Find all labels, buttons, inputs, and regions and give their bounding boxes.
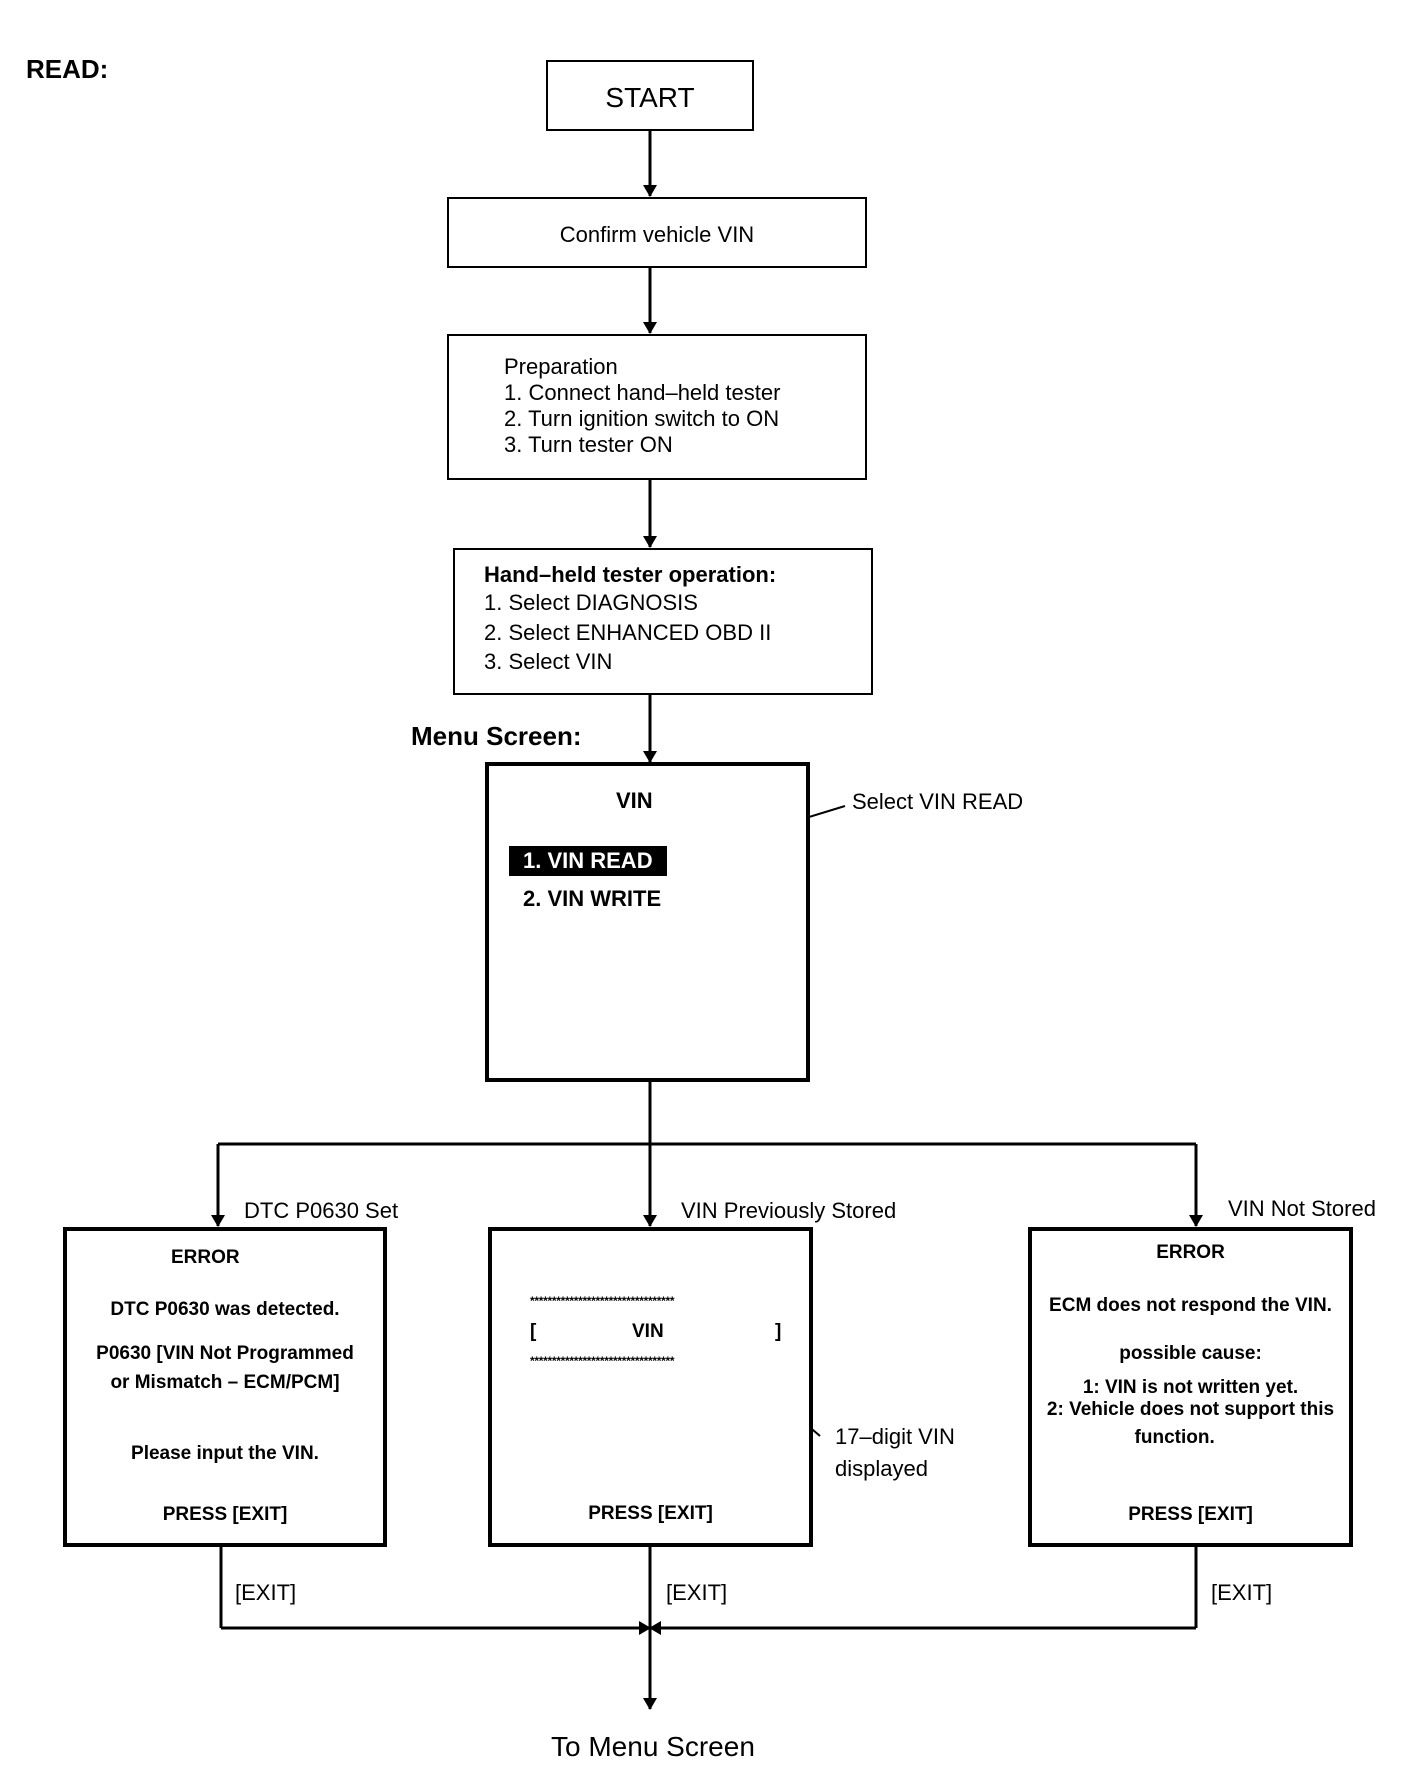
not-stored-error-screen: ERROR ECM does not respond the VIN. poss… — [1028, 1227, 1353, 1547]
read-label: READ: — [26, 54, 109, 84]
dtc-press-exit[interactable]: PRESS [EXIT] — [162, 1504, 288, 1525]
dtc-error-line: P0630 [VIN Not Programmed — [96, 1343, 354, 1364]
vin-stars-bottom: ********************************* — [530, 1354, 675, 1368]
exit-label-left: [EXIT] — [235, 1580, 297, 1605]
start-label: START — [605, 82, 695, 113]
callout-displayed: displayed — [835, 1456, 928, 1481]
vin-stored-press-exit[interactable]: PRESS [EXIT] — [588, 1503, 713, 1524]
condition-dtc-p0630: DTC P0630 Set — [244, 1198, 399, 1223]
vin-stored-screen: ********************************* [ VIN … — [488, 1227, 813, 1547]
menu-screen: VIN 1. VIN READ 2. VIN WRITE — [485, 762, 810, 1082]
tester-operation-step: 1. Select DIAGNOSIS — [484, 590, 698, 615]
not-stored-error-line: function. — [1134, 1427, 1215, 1448]
not-stored-error-line: possible cause: — [1119, 1343, 1262, 1364]
to-menu-screen-label: To Menu Screen — [551, 1731, 755, 1762]
exit-label-middle: [EXIT] — [666, 1580, 728, 1605]
preparation-heading: Preparation — [504, 354, 618, 379]
preparation-step: 1. Connect hand–held tester — [504, 380, 781, 405]
callout-17-digit-vin: 17–digit VIN — [835, 1424, 955, 1449]
condition-vin-not-stored: VIN Not Stored — [1228, 1196, 1376, 1221]
start-node: START — [546, 60, 754, 131]
tester-operation-node: Hand–held tester operation: 1. Select DI… — [453, 548, 873, 695]
vin-value: VIN — [632, 1321, 664, 1342]
not-stored-error-title: ERROR — [1156, 1242, 1225, 1263]
menu-screen-label: Menu Screen: — [411, 721, 582, 751]
exit-label-right: [EXIT] — [1211, 1580, 1273, 1605]
confirm-vin-label: Confirm vehicle VIN — [559, 222, 755, 247]
vin-bracket-close: ] — [775, 1321, 782, 1342]
vin-stars-top: ********************************* — [530, 1294, 675, 1308]
confirm-vin-node: Confirm vehicle VIN — [447, 197, 867, 268]
menu-item-vin-write[interactable]: 2. VIN WRITE — [523, 886, 662, 911]
tester-operation-heading: Hand–held tester operation: — [484, 562, 777, 587]
callout-select-vin-read: Select VIN READ — [852, 789, 1024, 814]
not-stored-error-line: 1: VIN is not written yet. — [1082, 1377, 1299, 1398]
vin-bracket-open: [ — [530, 1321, 537, 1342]
tester-operation-step: 2. Select ENHANCED OBD II — [484, 620, 772, 645]
preparation-step: 3. Turn tester ON — [504, 432, 673, 457]
not-stored-error-line: 2: Vehicle does not support this — [1046, 1399, 1335, 1420]
not-stored-error-line: ECM does not respond the VIN. — [1049, 1295, 1332, 1316]
dtc-error-line: Please input the VIN. — [131, 1443, 319, 1464]
dtc-error-title: ERROR — [171, 1247, 240, 1268]
dtc-error-line: or Mismatch – ECM/PCM] — [110, 1372, 340, 1393]
condition-vin-previously-stored: VIN Previously Stored — [681, 1198, 897, 1223]
tester-operation-step: 3. Select VIN — [484, 649, 613, 674]
menu-screen-title: VIN — [616, 788, 653, 813]
dtc-error-line: DTC P0630 was detected. — [110, 1299, 340, 1320]
dtc-error-screen: ERROR DTC P0630 was detected. P0630 [VIN… — [63, 1227, 387, 1547]
preparation-node: Preparation 1. Connect hand–held tester … — [447, 334, 867, 480]
menu-item-vin-read[interactable]: 1. VIN READ — [509, 846, 667, 876]
preparation-step: 2. Turn ignition switch to ON — [504, 406, 780, 431]
not-stored-press-exit[interactable]: PRESS [EXIT] — [1128, 1504, 1253, 1525]
